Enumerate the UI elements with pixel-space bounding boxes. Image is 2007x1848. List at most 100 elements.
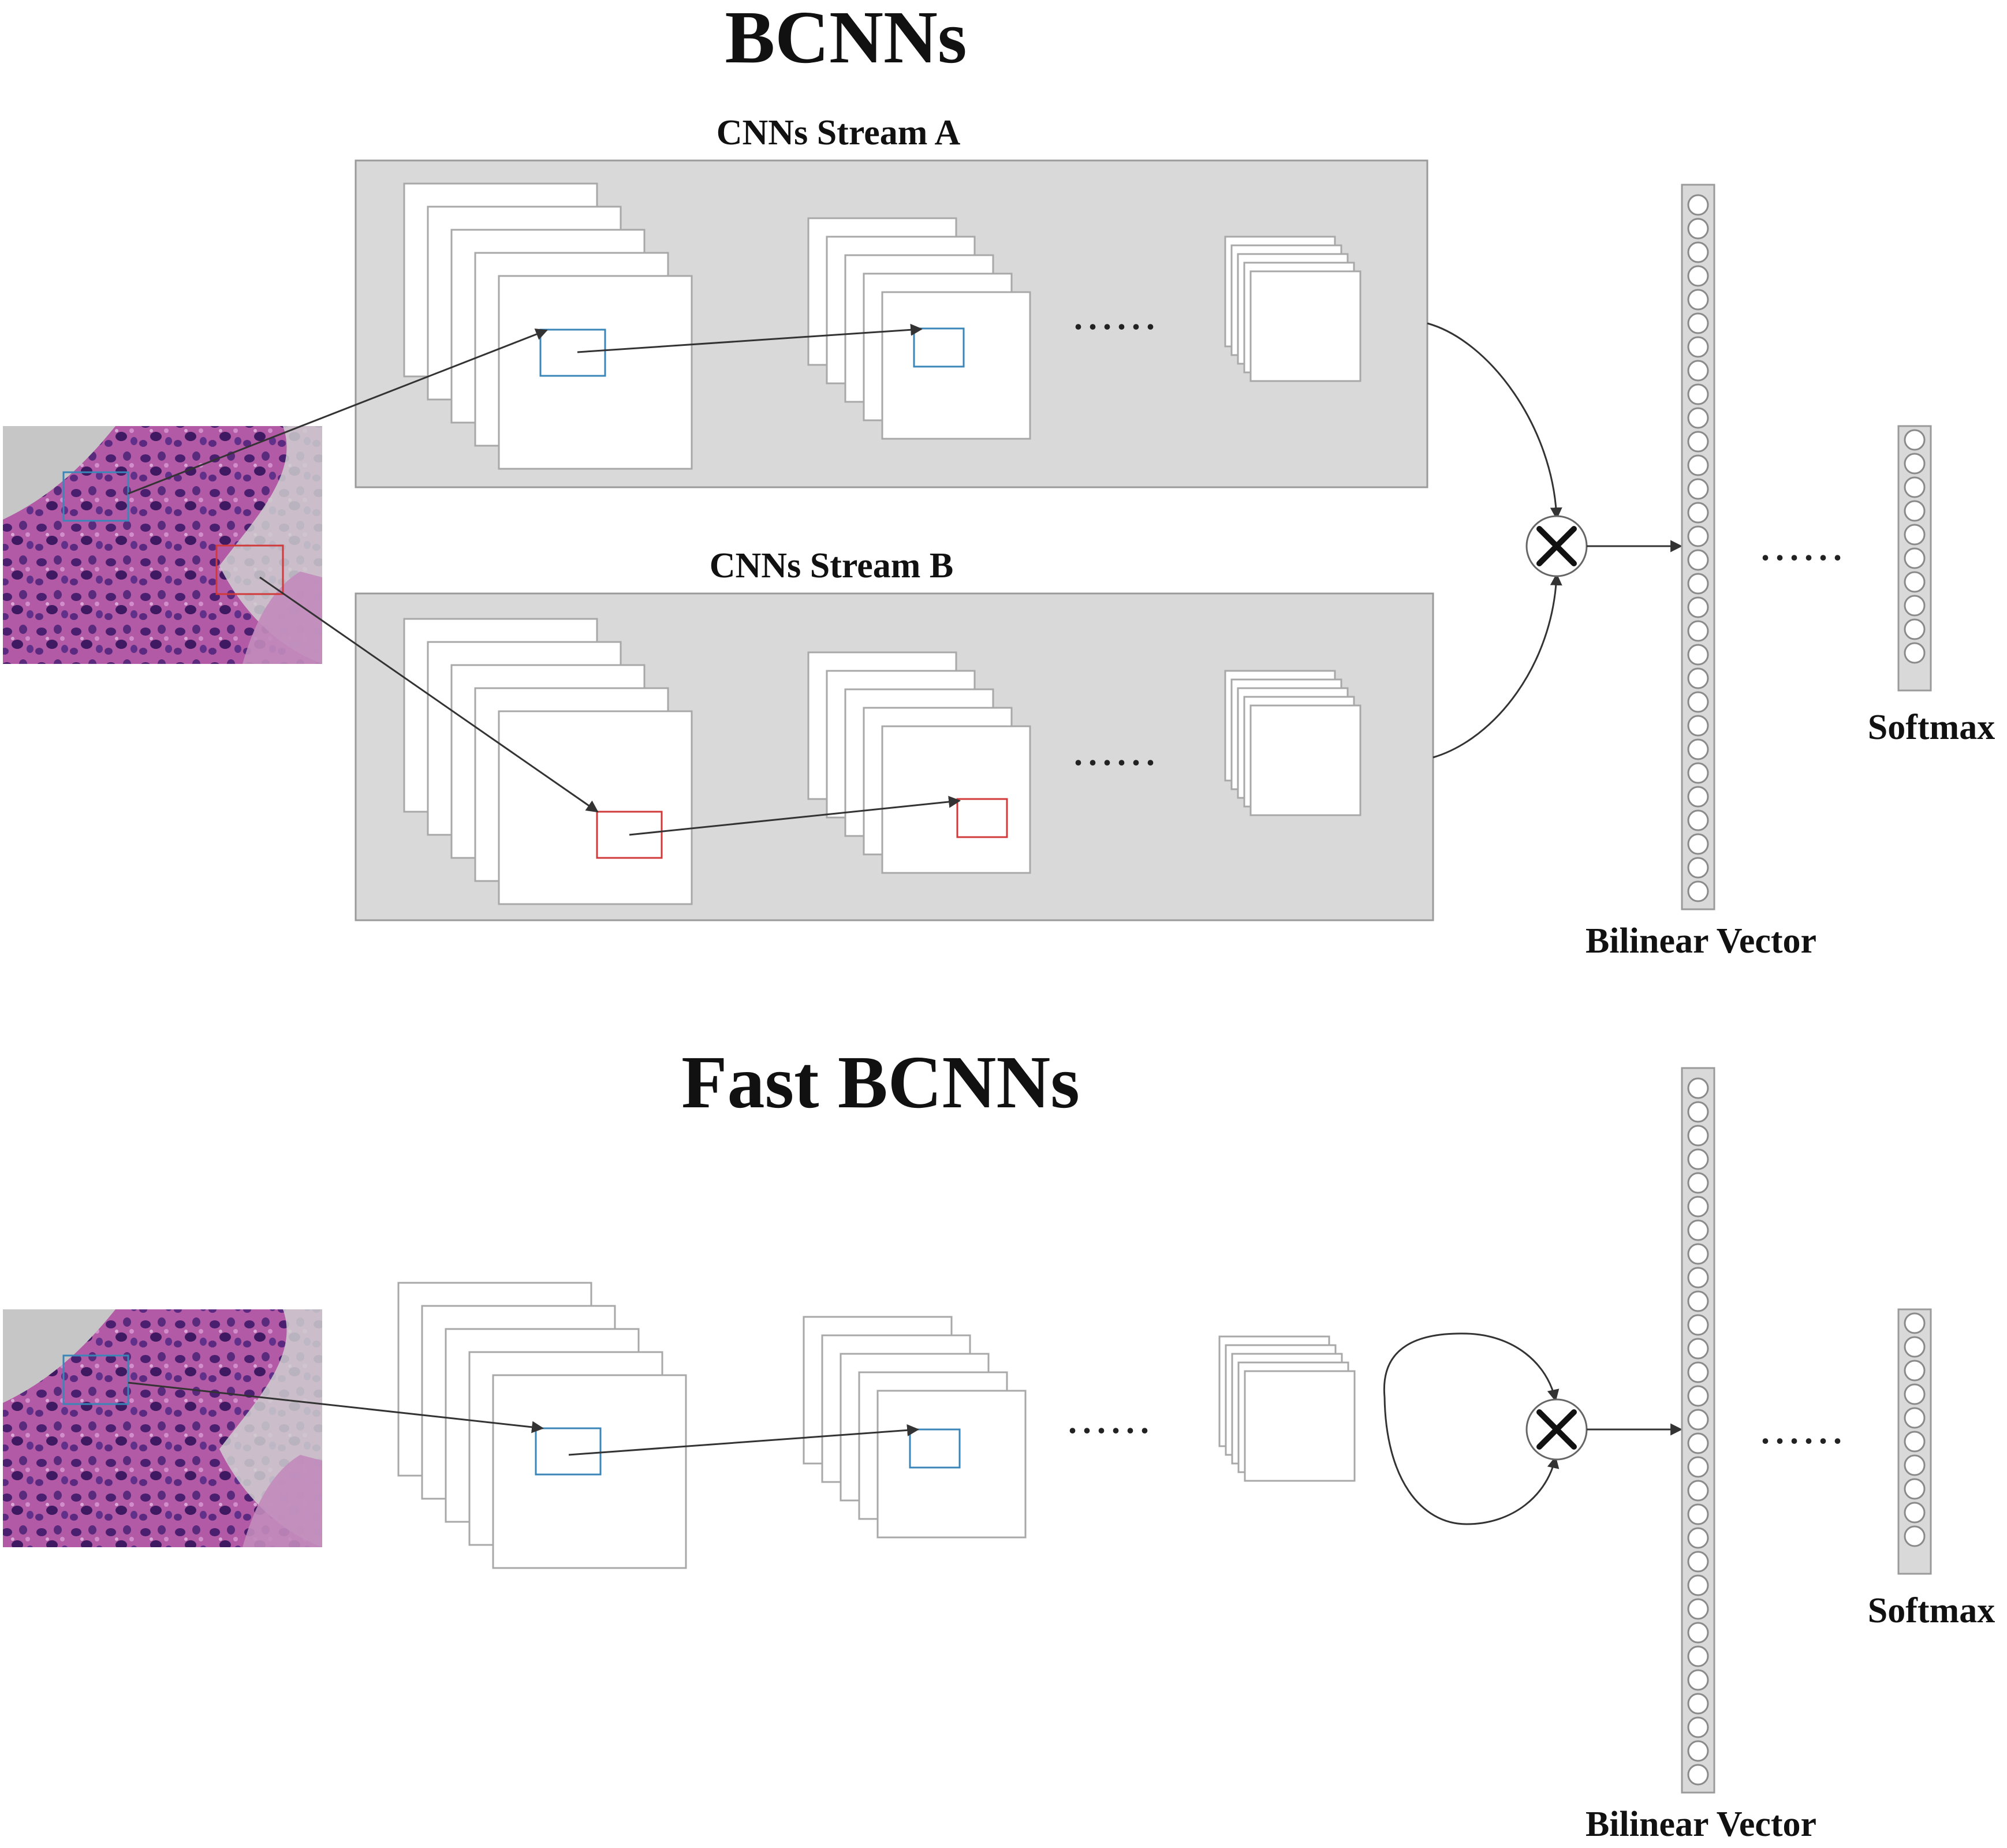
neuron-node — [1904, 500, 1926, 522]
neuron-node — [1687, 1551, 1709, 1573]
neuron-node — [1904, 1454, 1926, 1476]
neuron-node — [1687, 194, 1709, 216]
feature-map — [876, 1390, 1027, 1539]
neuron-node — [1687, 549, 1709, 571]
neuron-node — [1687, 431, 1709, 453]
neuron-node — [1904, 1525, 1926, 1547]
neuron-node — [1687, 1693, 1709, 1715]
stream-a-patch-2 — [913, 327, 965, 368]
neuron-node — [1904, 547, 1926, 569]
neuron-node — [1904, 1431, 1926, 1453]
neuron-node — [1687, 857, 1709, 879]
neuron-node — [1687, 1574, 1709, 1596]
neuron-node — [1687, 525, 1709, 547]
neuron-node — [1687, 1432, 1709, 1454]
neuron-node — [1687, 1338, 1709, 1360]
feature-map — [881, 725, 1031, 874]
neuron-node — [1687, 1480, 1709, 1502]
neuron-node — [1687, 1669, 1709, 1691]
neuron-node — [1687, 644, 1709, 666]
feature-map — [881, 291, 1031, 440]
stream-b-patch-1 — [596, 811, 663, 859]
neuron-node — [1687, 1716, 1709, 1738]
fast-patch-1 — [535, 1427, 602, 1476]
feature-map — [1249, 704, 1361, 816]
neuron-node — [1687, 1456, 1709, 1478]
neuron-node — [1687, 1290, 1709, 1312]
fast-bcnn-title: Fast BCNNs — [681, 1041, 1080, 1124]
neuron-node — [1687, 1764, 1709, 1786]
neuron-node — [1687, 1598, 1709, 1620]
neuron-node — [1904, 1312, 1926, 1334]
neuron-node — [1687, 1314, 1709, 1336]
neuron-node — [1687, 1622, 1709, 1644]
neuron-node — [1687, 1527, 1709, 1549]
neuron-node — [1687, 1361, 1709, 1383]
neuron-node — [1904, 453, 1926, 475]
softmax-label: Softmax — [1868, 1591, 1995, 1630]
feature-map — [498, 275, 693, 470]
feature-map — [1244, 1370, 1356, 1482]
bilinear-ellipsis: ...... — [1761, 1413, 1848, 1451]
neuron-node — [1687, 1125, 1709, 1147]
neuron-node — [1687, 407, 1709, 429]
neuron-node — [1687, 691, 1709, 713]
neuron-node — [1687, 833, 1709, 855]
neuron-node — [1687, 596, 1709, 618]
neuron-node — [1687, 312, 1709, 334]
neuron-node — [1904, 429, 1926, 451]
neuron-node — [1687, 1243, 1709, 1265]
neuron-node — [1687, 1740, 1709, 1762]
neuron-node — [1687, 1196, 1709, 1218]
neuron-node — [1904, 642, 1926, 664]
fast-stream-ellipsis: ...... — [1068, 1402, 1155, 1440]
neuron-node — [1904, 476, 1926, 498]
neuron-node — [1687, 715, 1709, 737]
stream-b-patch-2 — [956, 798, 1008, 838]
neuron-node — [1687, 454, 1709, 476]
neuron-node — [1687, 1409, 1709, 1431]
softmax-column — [1897, 425, 1932, 692]
bilinear-vector-label: Bilinear Vector — [1586, 1805, 1816, 1844]
softmax-label: Softmax — [1868, 708, 1995, 747]
neuron-node — [1687, 478, 1709, 500]
neuron-node — [1904, 1336, 1926, 1358]
feature-map — [492, 1374, 687, 1569]
neuron-node — [1904, 1478, 1926, 1500]
neuron-node — [1687, 1148, 1709, 1170]
neuron-node — [1687, 289, 1709, 311]
neuron-node — [1687, 1645, 1709, 1667]
neuron-node — [1687, 218, 1709, 240]
bilinear-vector-column — [1681, 1067, 1715, 1794]
softmax-column — [1897, 1308, 1932, 1575]
neuron-node — [1687, 809, 1709, 831]
neuron-node — [1687, 1101, 1709, 1123]
neuron-node — [1904, 1407, 1926, 1429]
fast-patch-2 — [909, 1428, 961, 1469]
neuron-node — [1687, 786, 1709, 808]
feature-map — [1249, 270, 1361, 382]
neuron-node — [1904, 1360, 1926, 1382]
neuron-node — [1687, 667, 1709, 689]
neuron-node — [1687, 360, 1709, 382]
neuron-node — [1904, 618, 1926, 640]
neuron-node — [1687, 1219, 1709, 1241]
neuron-node — [1687, 383, 1709, 405]
bilinear-ellipsis: ...... — [1761, 529, 1848, 568]
stream-a-ellipsis: ...... — [1074, 298, 1161, 337]
neuron-node — [1687, 620, 1709, 642]
neuron-node — [1904, 571, 1926, 593]
neuron-node — [1687, 762, 1709, 784]
stream-a-patch-1 — [539, 328, 606, 377]
bcnn-title: BCNNs — [725, 0, 967, 79]
neuron-node — [1687, 336, 1709, 358]
histology-image — [3, 1309, 322, 1547]
feature-map-stacks — [397, 182, 1361, 1569]
bilinear-vector-label: Bilinear Vector — [1586, 921, 1816, 961]
neuron-node — [1687, 241, 1709, 263]
neuron-node — [1687, 573, 1709, 595]
neuron-node — [1687, 1503, 1709, 1525]
bilinear-product-icon — [1525, 515, 1588, 577]
neuron-node — [1687, 880, 1709, 902]
neuron-node — [1904, 524, 1926, 546]
